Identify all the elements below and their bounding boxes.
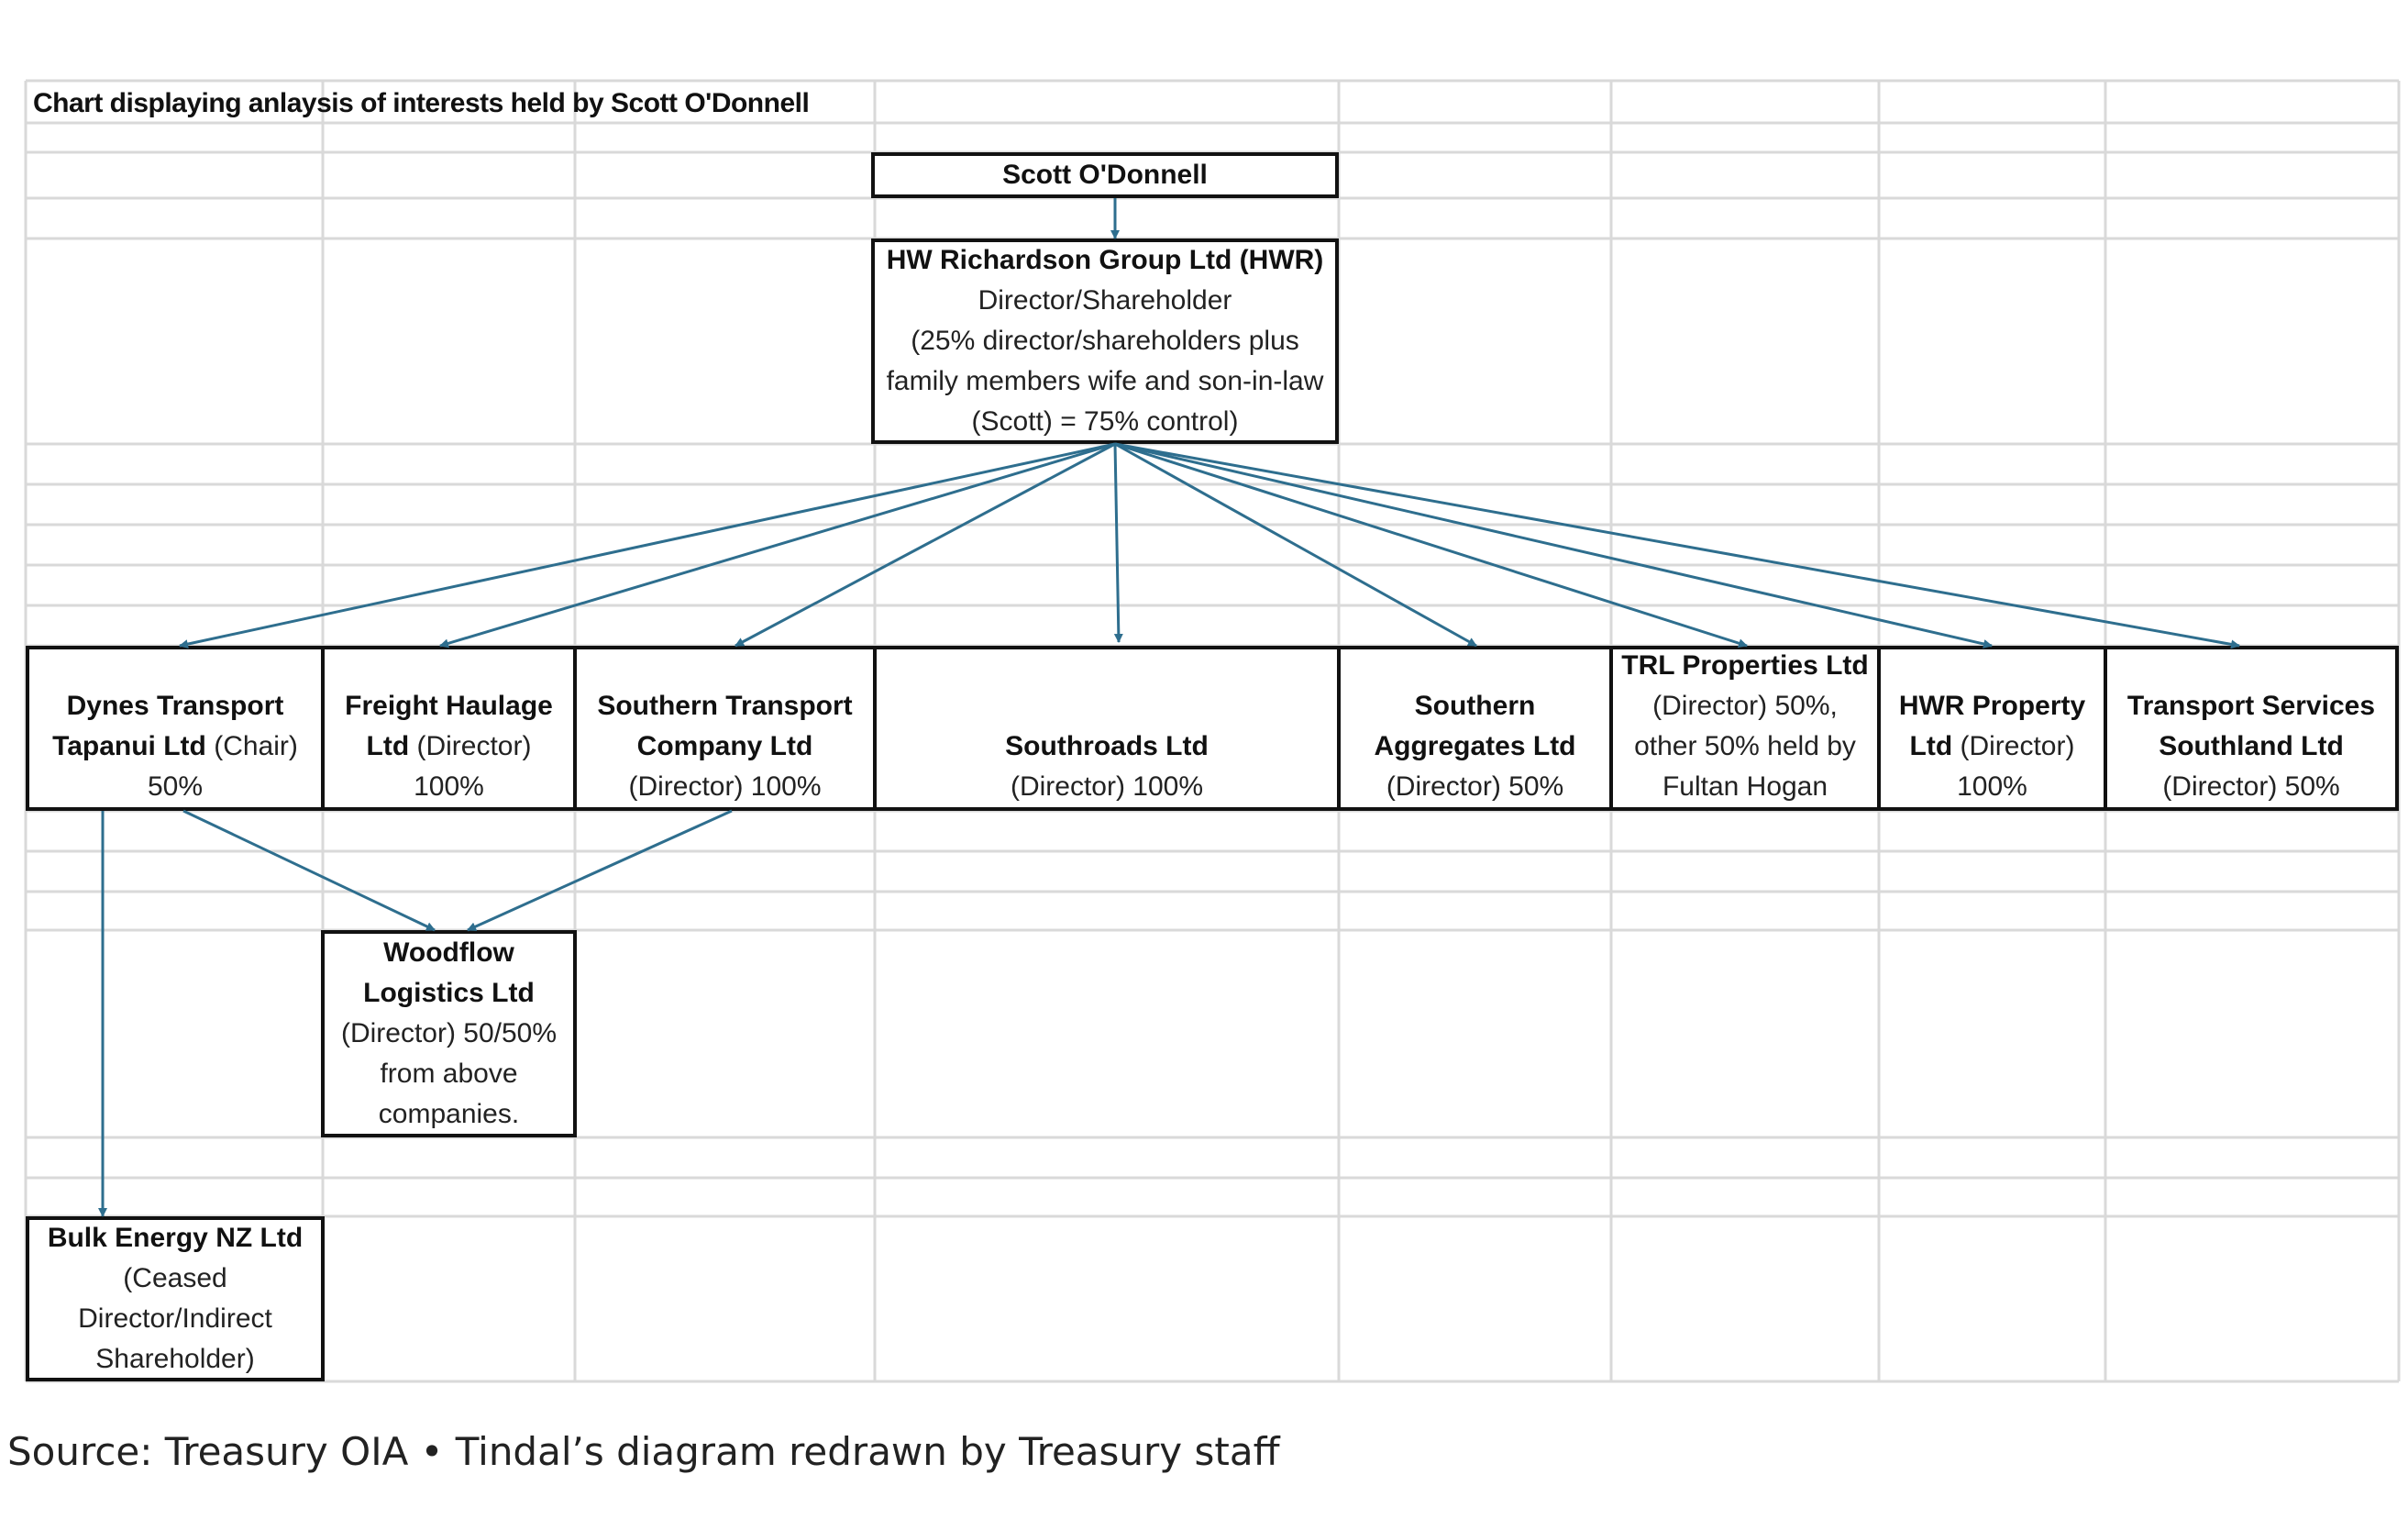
node-label: Woodflow — [383, 937, 514, 968]
node-detail: Director/Indirect — [78, 1303, 272, 1334]
node-southern-aggregates: Southern Aggregates Ltd (Director) 50% — [1341, 646, 1609, 811]
row-divider — [1877, 646, 1881, 811]
node-detail: (Director) 50%, — [1652, 691, 1838, 721]
node-label: Bulk Energy NZ Ltd — [47, 1223, 304, 1253]
node-woodflow-logistics: Woodflow Logistics Ltd (Director) 50/50%… — [321, 930, 577, 1137]
node-detail: 100% — [414, 771, 484, 802]
node-label: Freight Haulage — [345, 691, 553, 721]
node-role: (Chair) — [205, 731, 298, 761]
node-detail: from above — [380, 1059, 518, 1089]
node-label: Southern Transport — [597, 691, 853, 721]
node-bulk-energy-nz: Bulk Energy NZ Ltd (Ceased Director/Indi… — [26, 1216, 325, 1381]
node-detail: (Ceased — [123, 1263, 227, 1293]
node-freight-haulage: Freight Haulage Ltd (Director) 100% — [325, 646, 573, 811]
row-divider — [321, 646, 325, 811]
node-label: Dynes Transport — [66, 691, 284, 721]
node-trl-properties: TRL Properties Ltd (Director) 50%, other… — [1613, 646, 1877, 811]
node-label: Transport Services — [2126, 691, 2376, 721]
node-detail: (Director) 50% — [1386, 771, 1564, 802]
node-detail: (25% director/shareholders plus — [911, 326, 1299, 356]
node-hw-richardson-group: HW Richardson Group Ltd (HWR) Director/S… — [871, 238, 1339, 444]
node-detail: (Director) 100% — [628, 771, 822, 802]
node-label: Southland Ltd — [2159, 731, 2344, 761]
node-label: Southroads Ltd — [1005, 731, 1209, 761]
node-label: Scott O'Donnell — [1002, 160, 1208, 190]
source-caption: Source: Treasury OIA • Tindal’s diagram … — [7, 1429, 1280, 1474]
node-role: Director/Shareholder — [978, 285, 1232, 316]
node-label: HW Richardson Group Ltd (HWR) — [886, 245, 1324, 275]
node-label: Aggregates Ltd — [1374, 731, 1576, 761]
node-label: HWR Property — [1898, 691, 2086, 721]
row-divider — [2104, 646, 2107, 811]
node-detail: Fultan Hogan — [1662, 771, 1828, 802]
node-dynes-transport: Dynes Transport Tapanui Ltd (Chair) 50% — [29, 646, 321, 811]
node-detail: 100% — [1957, 771, 2027, 802]
row-divider — [573, 646, 577, 811]
node-detail: companies. — [378, 1099, 520, 1129]
node-detail: (Scott) = 75% control) — [971, 406, 1239, 437]
node-detail: Shareholder) — [95, 1344, 255, 1374]
node-detail: (Director) 50/50% — [340, 1018, 558, 1048]
node-label: Tapanui Ltd — [52, 731, 206, 761]
row-divider — [873, 646, 877, 811]
node-transport-services-southland: Transport Services Southland Ltd (Direct… — [2107, 646, 2395, 811]
node-detail: 50% — [147, 771, 204, 802]
node-southern-transport-company: Southern Transport Company Ltd (Director… — [577, 646, 873, 811]
node-detail: (Director) 100% — [1010, 771, 1204, 802]
node-role: (Director) — [409, 731, 532, 761]
node-label: TRL Properties Ltd — [1621, 650, 1869, 681]
row-divider — [1609, 646, 1613, 811]
node-label: Logistics Ltd — [363, 978, 535, 1008]
node-scott-odonnell: Scott O'Donnell — [871, 152, 1339, 198]
subsidiaries-row — [26, 646, 2399, 811]
node-label: Company Ltd — [636, 731, 813, 761]
node-label: Ltd — [1909, 731, 1953, 761]
node-detail: other 50% held by — [1634, 731, 1856, 761]
node-label: Southern — [1414, 691, 1536, 721]
chart-title: Chart displaying anlaysis of interests h… — [33, 88, 810, 118]
node-role: (Director) — [1952, 731, 2075, 761]
node-southroads: Southroads Ltd (Director) 100% — [877, 646, 1337, 811]
node-detail: family members wife and son-in-law — [886, 366, 1324, 396]
node-detail: (Director) 50% — [2162, 771, 2340, 802]
node-label: Ltd — [366, 731, 410, 761]
node-hwr-property: HWR Property Ltd (Director) 100% — [1881, 646, 2104, 811]
row-divider — [1337, 646, 1341, 811]
